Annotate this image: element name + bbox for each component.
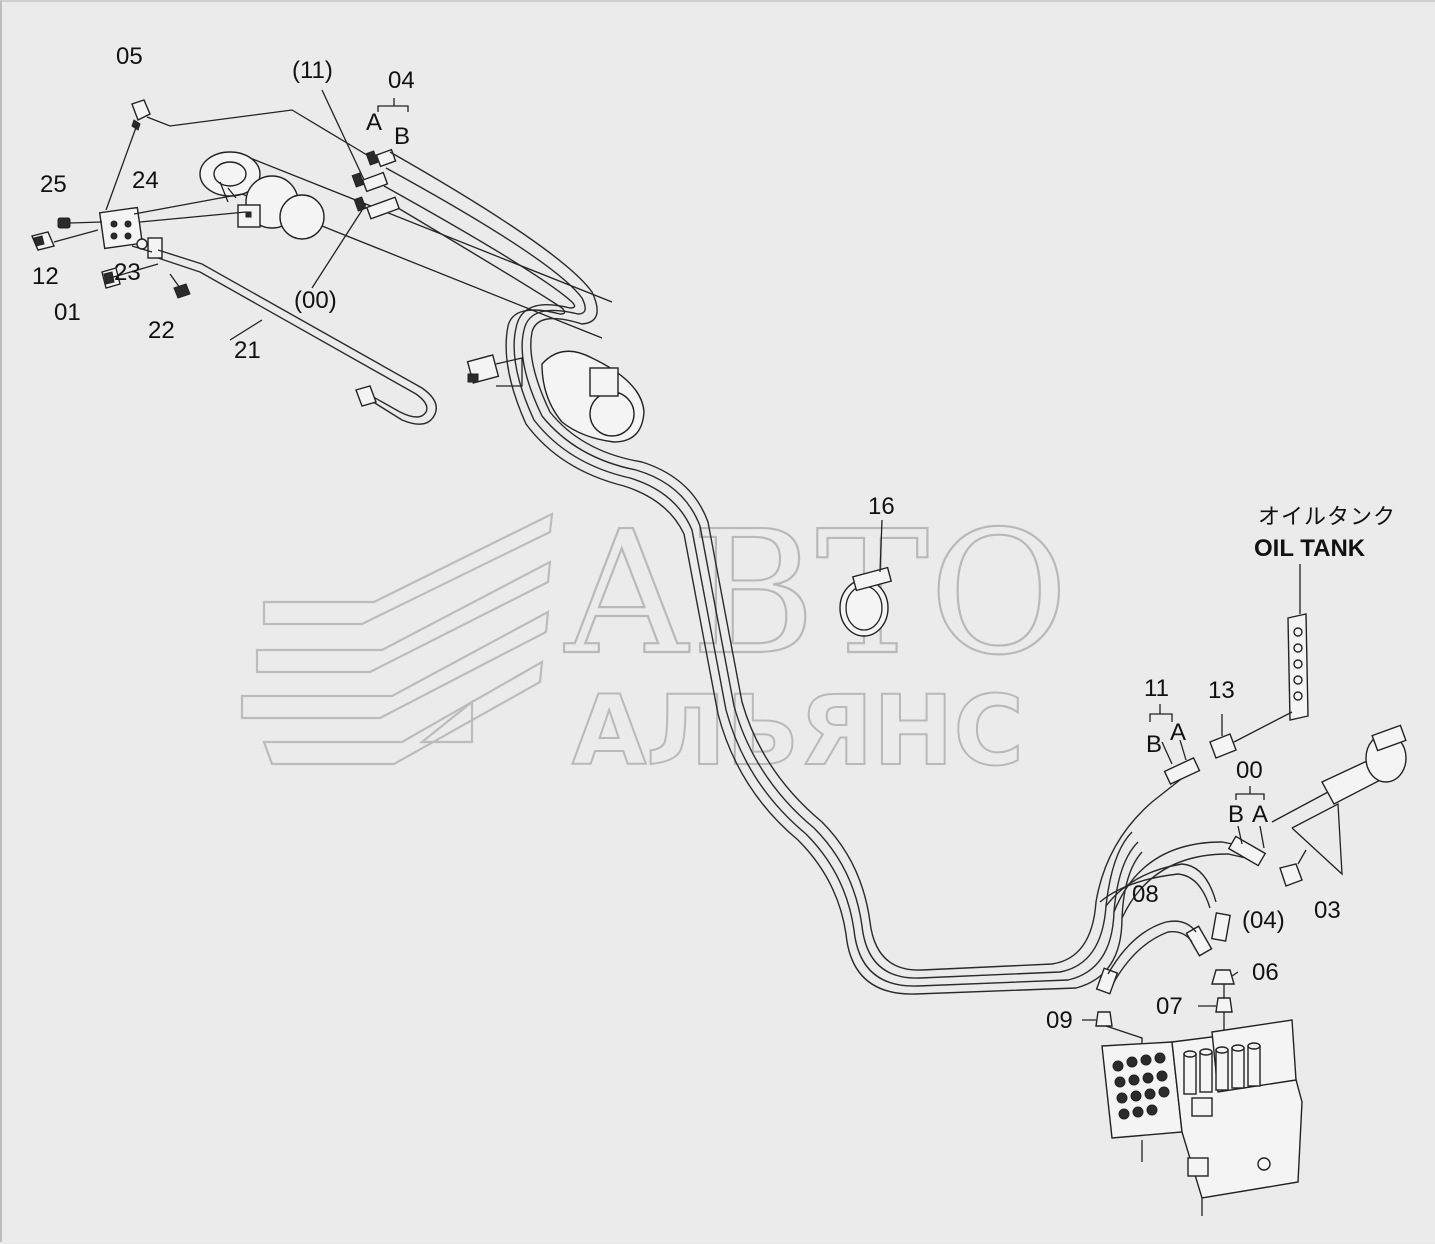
control-valve: [1101, 1019, 1303, 1216]
valve-spools: [1183, 1042, 1261, 1095]
fittings-lower: [1095, 912, 1235, 1048]
label-01: 01: [54, 299, 81, 326]
leader-lines-lower: [1082, 971, 1239, 1021]
label-07: 07: [1156, 993, 1183, 1020]
label-08: 08: [1132, 881, 1159, 908]
label-11-b: B: [1146, 731, 1162, 758]
hose-ends-upper: [351, 148, 401, 220]
hose-end-00: [1227, 825, 1267, 867]
label-00: 00: [1236, 757, 1263, 784]
oil-tank-jp-label: オイルタンク: [1258, 505, 1396, 530]
oil-tank-label: OIL TANK: [1254, 535, 1366, 562]
elbow-03: [1279, 849, 1307, 887]
label-12: 12: [32, 263, 59, 290]
fitting-12: [31, 231, 55, 251]
label-11: 11: [1144, 675, 1169, 702]
bolt-25: [57, 217, 103, 229]
label-25: 25: [40, 171, 67, 198]
right-cylinder: [1271, 724, 1407, 876]
label-00-a: A: [1252, 801, 1268, 828]
label-23: 23: [114, 259, 141, 286]
label-24: 24: [132, 167, 159, 194]
label-06: 06: [1252, 959, 1279, 986]
label-11-ref: (11): [292, 57, 333, 84]
bolt-22: [169, 273, 191, 299]
label-05: 05: [116, 43, 143, 70]
valve-block-24: [98, 206, 144, 250]
label-04-a: A: [366, 109, 382, 136]
hose-end-11: [1161, 739, 1201, 786]
label-09: 09: [1046, 1007, 1073, 1034]
fitting-05: [131, 99, 151, 131]
upper-cylinder: [199, 151, 613, 339]
label-21: 21: [234, 337, 261, 364]
leader-lines-upper: [53, 89, 373, 341]
label-11-a: A: [1170, 719, 1186, 746]
label-16: 16: [868, 493, 895, 520]
hose-clamp: [466, 354, 523, 387]
watermark-emblem: [240, 512, 554, 766]
part-labels: 05 (11) 04 A B 25 24 12 23 01 22 21 (00)…: [32, 43, 1396, 1034]
watermark-line2: АЛЬЯНС: [572, 675, 1024, 787]
valve-ports: [1112, 1052, 1170, 1120]
pipe-21: [157, 249, 437, 425]
label-04-ref: (04): [1242, 907, 1285, 934]
bracket-04: [377, 98, 409, 112]
label-04: 04: [388, 67, 415, 94]
clamp-16: [839, 519, 893, 637]
oil-tank-plate: [1233, 564, 1309, 743]
fitting-13: [1209, 714, 1237, 759]
label-04-b: B: [394, 123, 410, 150]
label-22: 22: [148, 317, 175, 344]
center-component: [541, 350, 645, 443]
label-00-ref: (00): [294, 287, 337, 314]
label-03: 03: [1314, 897, 1341, 924]
bracket-00: [1235, 786, 1265, 800]
label-13: 13: [1208, 677, 1235, 704]
watermark-logo: АВТО АЛЬЯНС: [240, 494, 1070, 788]
watermark-line1: АВТО: [562, 495, 1068, 693]
label-00-b: B: [1228, 801, 1244, 828]
bracket-11: [1149, 704, 1173, 722]
fitting-01: [101, 267, 121, 289]
main-hose-bundle: [383, 151, 1247, 995]
